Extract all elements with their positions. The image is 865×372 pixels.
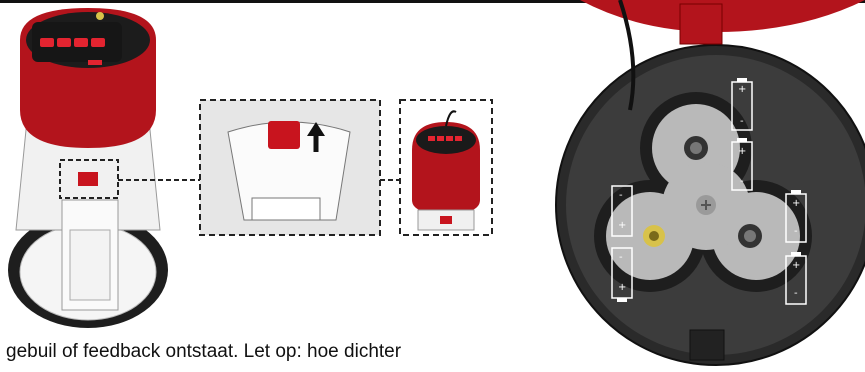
battery-plus-3: + bbox=[618, 220, 626, 231]
battery-plus-5: + bbox=[792, 198, 800, 209]
battery-minus-1: - bbox=[740, 116, 744, 127]
battery-plus-6: + bbox=[792, 260, 800, 271]
manual-text-line: gebuil of feedback ontstaat. Let op: hoe… bbox=[6, 340, 506, 372]
battery-minus-2: - bbox=[740, 176, 744, 187]
battery-minus-5: - bbox=[794, 226, 798, 237]
battery-minus-6: - bbox=[794, 288, 798, 299]
battery-plus-4: + bbox=[618, 282, 626, 293]
battery-plus-2: + bbox=[738, 146, 746, 157]
battery-plus-1: + bbox=[738, 84, 746, 95]
battery-minus-4: - bbox=[619, 252, 623, 263]
battery-minus-3: - bbox=[619, 190, 623, 201]
